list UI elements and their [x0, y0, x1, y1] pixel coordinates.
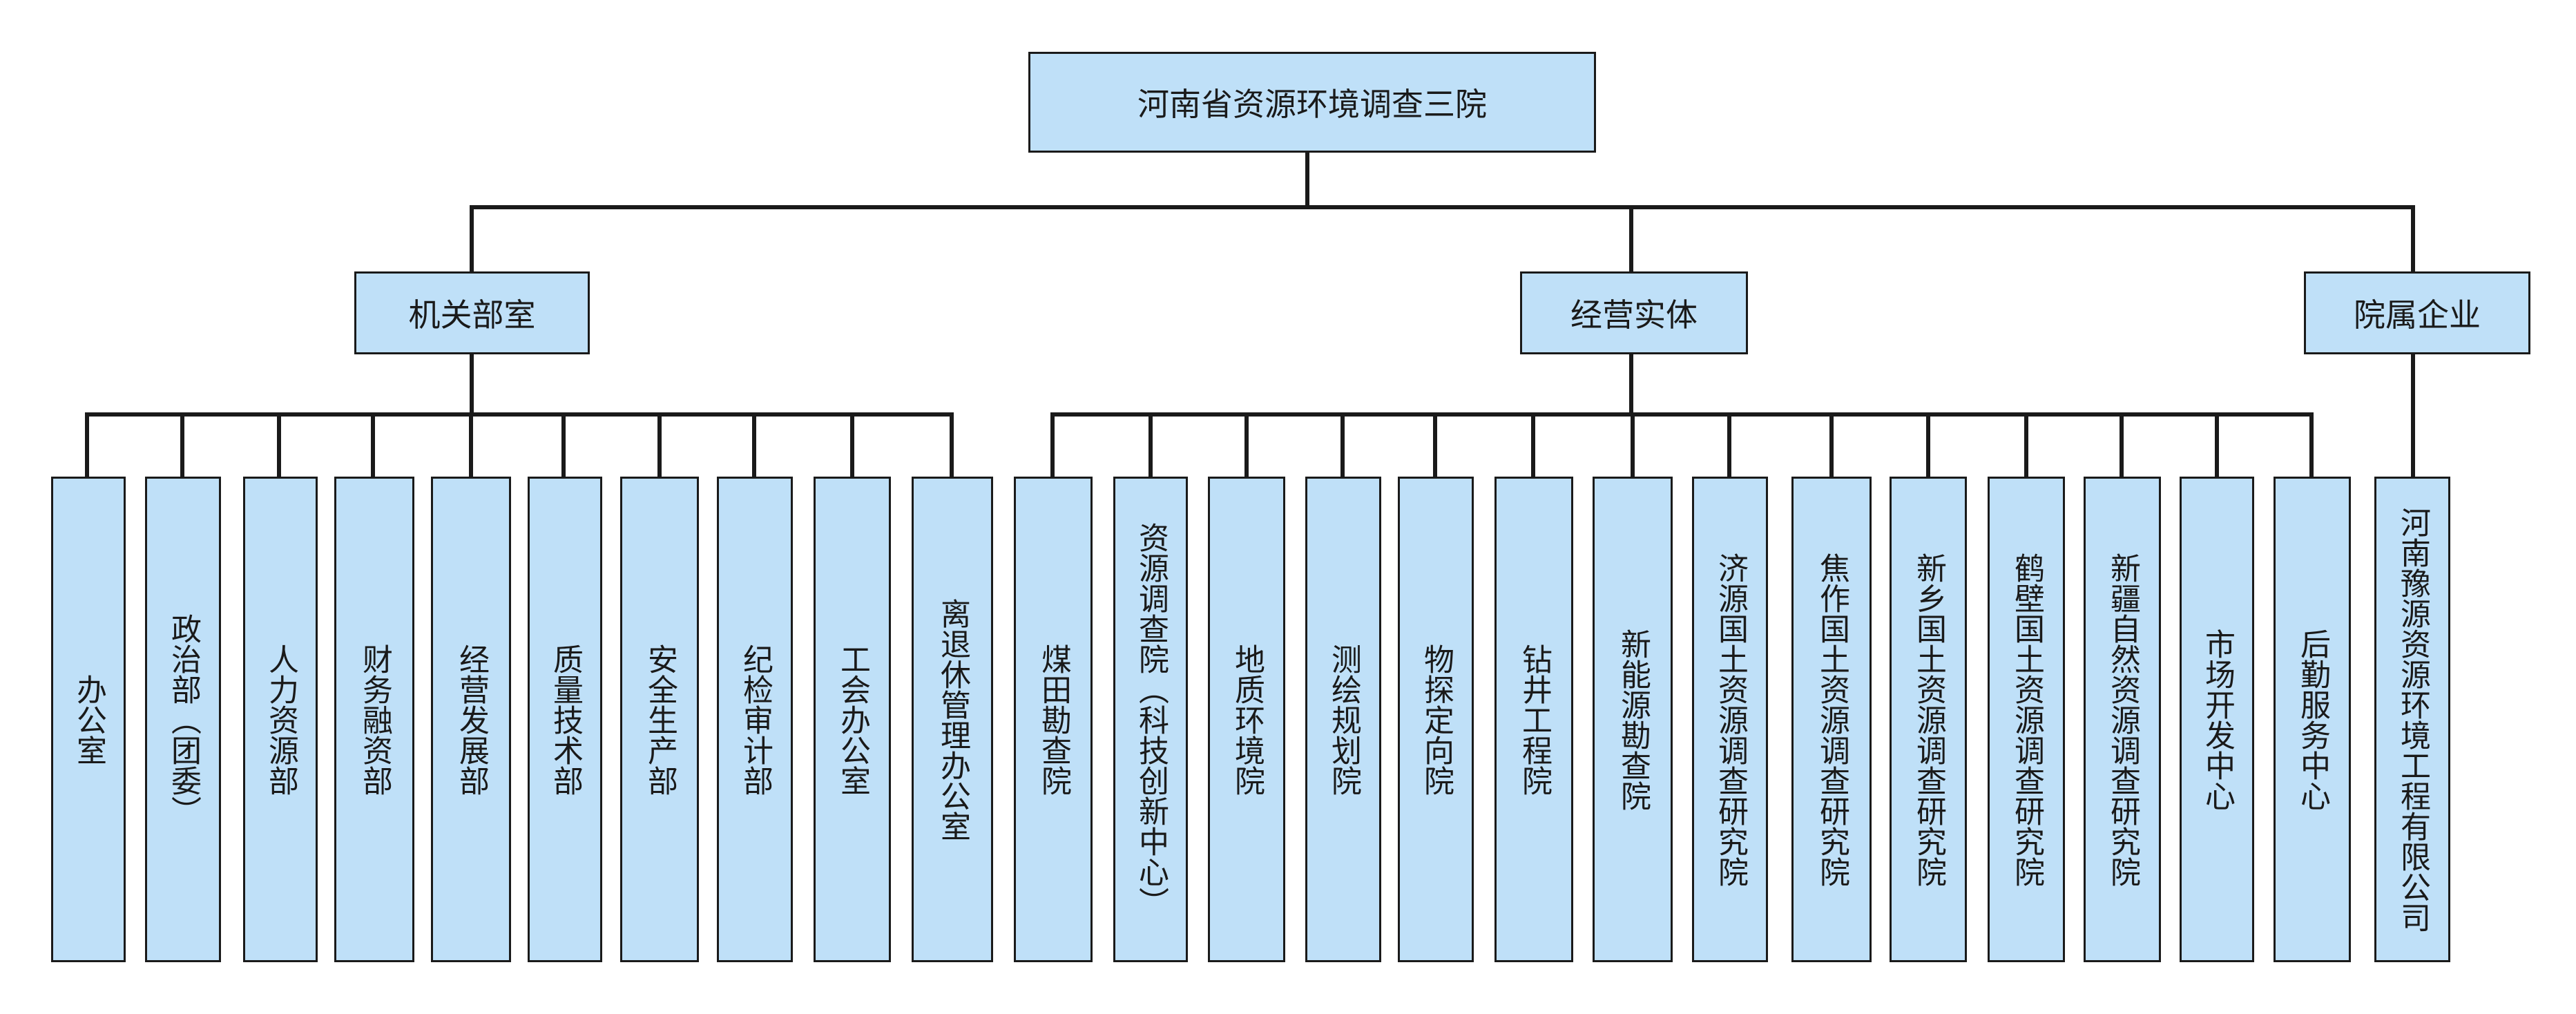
- dept-business-dev: 经营发展部: [431, 477, 511, 962]
- dept-office: 办公室: [51, 477, 126, 962]
- root-node: 河南省资源环境调查三院: [1028, 52, 1596, 153]
- unit-hebi-institute: 鹤壁国土资源调查研究院: [1988, 477, 2065, 962]
- dept-union: 工会办公室: [814, 477, 891, 962]
- category-node-offices: 机关部室: [354, 271, 590, 354]
- category-node-business-units: 经营实体: [1520, 271, 1748, 354]
- dept-finance: 财务融资部: [334, 477, 414, 962]
- dept-safety: 安全生产部: [620, 477, 699, 962]
- unit-logistics: 后勤服务中心: [2274, 477, 2351, 962]
- unit-jiaozuo-institute: 焦作国土资源调查研究院: [1791, 477, 1872, 962]
- unit-new-energy: 新能源勘查院: [1593, 477, 1673, 962]
- dept-retirement: 离退休管理办公室: [912, 477, 993, 962]
- unit-xinxiang-institute: 新乡国土资源调查研究院: [1890, 477, 1967, 962]
- category-node-affiliated-enterprises: 院属企业: [2304, 271, 2530, 354]
- unit-market-dev: 市场开发中心: [2180, 477, 2254, 962]
- unit-surveying: 测绘规划院: [1305, 477, 1381, 962]
- dept-quality: 质量技术部: [528, 477, 602, 962]
- dept-hr: 人力资源部: [243, 477, 318, 962]
- unit-geophysics: 物探定向院: [1398, 477, 1474, 962]
- dept-audit: 纪检审计部: [717, 477, 793, 962]
- unit-resource-survey: 资源调查院（科技创新中心）: [1113, 477, 1188, 962]
- unit-drilling: 钻井工程院: [1494, 477, 1573, 962]
- enterprise-yuyuan: 河南豫源资源环境工程有限公司: [2374, 477, 2450, 962]
- unit-coal-exploration: 煤田勘查院: [1014, 477, 1093, 962]
- unit-xinjiang-institute: 新疆自然资源调查研究院: [2084, 477, 2161, 962]
- dept-political: 政治部（团委）: [145, 477, 221, 962]
- unit-geo-environment: 地质环境院: [1208, 477, 1285, 962]
- unit-jiyuan-institute: 济源国土资源调查研究院: [1692, 477, 1768, 962]
